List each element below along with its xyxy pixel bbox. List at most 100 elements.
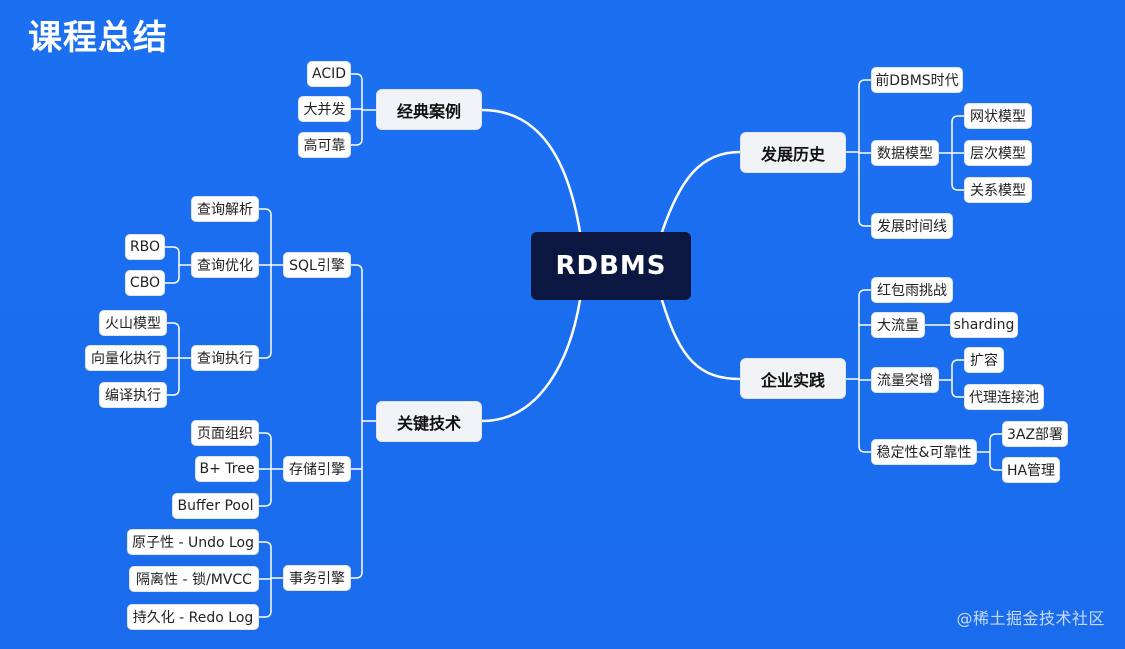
node-network-model[interactable]: 网状模型: [964, 103, 1032, 129]
node-atomicity-undo-log[interactable]: 原子性 - Undo Log: [127, 529, 259, 555]
node-storage-engine[interactable]: 存储引擎: [283, 456, 351, 482]
node-label: 持久化 - Redo Log: [132, 610, 254, 626]
node-query-parsing[interactable]: 查询解析: [191, 196, 259, 222]
node-label: 层次模型: [970, 146, 1026, 162]
node-label: HA管理: [1006, 463, 1056, 479]
node-label: 页面组织: [197, 426, 253, 442]
node-label: 3AZ部署: [1006, 427, 1064, 443]
node-sql-engine[interactable]: SQL引擎: [283, 252, 351, 278]
node-label: 稳定性&可靠性: [876, 445, 972, 461]
node-label: ACID: [311, 66, 346, 82]
connector-line: [166, 322, 180, 330]
node-label: 大流量: [877, 318, 919, 334]
connector-line: [258, 432, 272, 440]
node-compiled-execution[interactable]: 编译执行: [99, 382, 167, 408]
branch-node-history[interactable]: 发展历史: [740, 132, 846, 173]
connector-line: [858, 445, 872, 453]
node-red-envelope-challenge[interactable]: 红包雨挑战: [871, 277, 953, 303]
connector-line: [258, 541, 272, 549]
connector-line: [350, 73, 363, 81]
node-stability-reliability[interactable]: 稳定性&可靠性: [871, 439, 977, 465]
connector-line: [858, 289, 872, 297]
node-label: 隔离性 - 锁/MVCC: [136, 572, 252, 588]
node-sharding[interactable]: sharding: [950, 312, 1018, 338]
branch-label: 关键技术: [396, 413, 461, 433]
connector-line: [350, 571, 363, 579]
root-node-label: RDBMS: [555, 251, 667, 281]
connector-line: [480, 298, 582, 423]
node-rbo[interactable]: RBO: [125, 234, 165, 260]
node-label: 流量突增: [877, 373, 933, 389]
connector-line: [258, 610, 272, 618]
branch-node-key-technologies[interactable]: 关键技术: [376, 401, 482, 442]
node-buffer-pool[interactable]: Buffer Pool: [172, 493, 259, 519]
node-label: 事务引擎: [289, 571, 345, 587]
node-transaction-engine[interactable]: 事务引擎: [283, 565, 351, 591]
connector-line: [350, 138, 363, 146]
node-ha-management[interactable]: HA管理: [1002, 457, 1060, 483]
node-label: sharding: [953, 317, 1015, 333]
node-high-reliability[interactable]: 高可靠: [298, 132, 351, 158]
node-label: 存储引擎: [289, 462, 345, 478]
node-label: 向量化执行: [91, 351, 161, 367]
node-label: 代理连接池: [969, 390, 1039, 406]
node-volcano-model[interactable]: 火山模型: [99, 310, 167, 336]
connector-line: [258, 499, 272, 507]
connector-line: [258, 208, 272, 216]
node-label: 网状模型: [970, 109, 1026, 125]
node-scale-out[interactable]: 扩容: [964, 347, 1004, 373]
node-query-optimization[interactable]: 查询优化: [191, 252, 259, 278]
node-large-traffic[interactable]: 大流量: [871, 312, 925, 338]
connector-line: [660, 298, 742, 381]
connector-line: [660, 150, 742, 234]
node-acid[interactable]: ACID: [307, 61, 351, 87]
connector-line: [350, 264, 363, 272]
node-query-execution[interactable]: 查询执行: [191, 345, 259, 371]
node-data-model[interactable]: 数据模型: [871, 140, 939, 166]
node-label: RBO: [129, 239, 161, 255]
connector-line: [951, 115, 965, 123]
node-label: Buffer Pool: [177, 498, 254, 514]
node-label: 扩容: [970, 353, 998, 369]
node-label: 编译执行: [105, 388, 161, 404]
node-high-concurrency[interactable]: 大并发: [298, 96, 351, 122]
node-hierarchical-model[interactable]: 层次模型: [964, 140, 1032, 166]
node-development-timeline[interactable]: 发展时间线: [871, 213, 953, 239]
node-cbo[interactable]: CBO: [125, 270, 165, 296]
connector-line: [164, 276, 180, 284]
node-label: 查询优化: [197, 258, 253, 274]
node-label: B+ Tree: [199, 461, 255, 477]
root-node[interactable]: RDBMS: [531, 232, 691, 300]
node-label: 大并发: [303, 102, 346, 118]
node-bplus-tree[interactable]: B+ Tree: [195, 456, 259, 482]
branch-node-classic-cases[interactable]: 经典案例: [376, 89, 482, 130]
node-label: 火山模型: [105, 316, 161, 332]
node-label: 发展时间线: [877, 219, 947, 235]
connector-line: [858, 219, 872, 227]
node-label: 查询执行: [197, 351, 253, 367]
node-label: 高可靠: [303, 138, 346, 154]
node-durability-redo-log[interactable]: 持久化 - Redo Log: [127, 604, 259, 630]
connector-line: [258, 351, 272, 359]
node-label: 前DBMS时代: [875, 73, 959, 89]
node-pre-dbms-era[interactable]: 前DBMS时代: [871, 67, 963, 93]
branch-label: 企业实践: [760, 370, 825, 390]
node-label: CBO: [129, 275, 161, 291]
node-label: 查询解析: [197, 202, 253, 218]
node-traffic-surge[interactable]: 流量突增: [871, 367, 939, 393]
branch-node-enterprise-practice[interactable]: 企业实践: [740, 358, 846, 399]
node-vectorized-execution[interactable]: 向量化执行: [85, 345, 167, 371]
node-proxy-connection-pool[interactable]: 代理连接池: [964, 384, 1044, 410]
connector-line: [951, 390, 965, 398]
node-label: SQL引擎: [289, 258, 345, 274]
node-relational-model[interactable]: 关系模型: [964, 177, 1032, 203]
node-3az-deployment[interactable]: 3AZ部署: [1002, 421, 1068, 447]
node-label: 红包雨挑战: [877, 283, 947, 299]
connector-line: [166, 388, 180, 396]
connector-line: [480, 108, 582, 234]
node-isolation-lock-mvcc[interactable]: 隔离性 - 锁/MVCC: [129, 566, 259, 592]
node-page-organization[interactable]: 页面组织: [191, 420, 259, 446]
connector-line: [858, 79, 872, 87]
